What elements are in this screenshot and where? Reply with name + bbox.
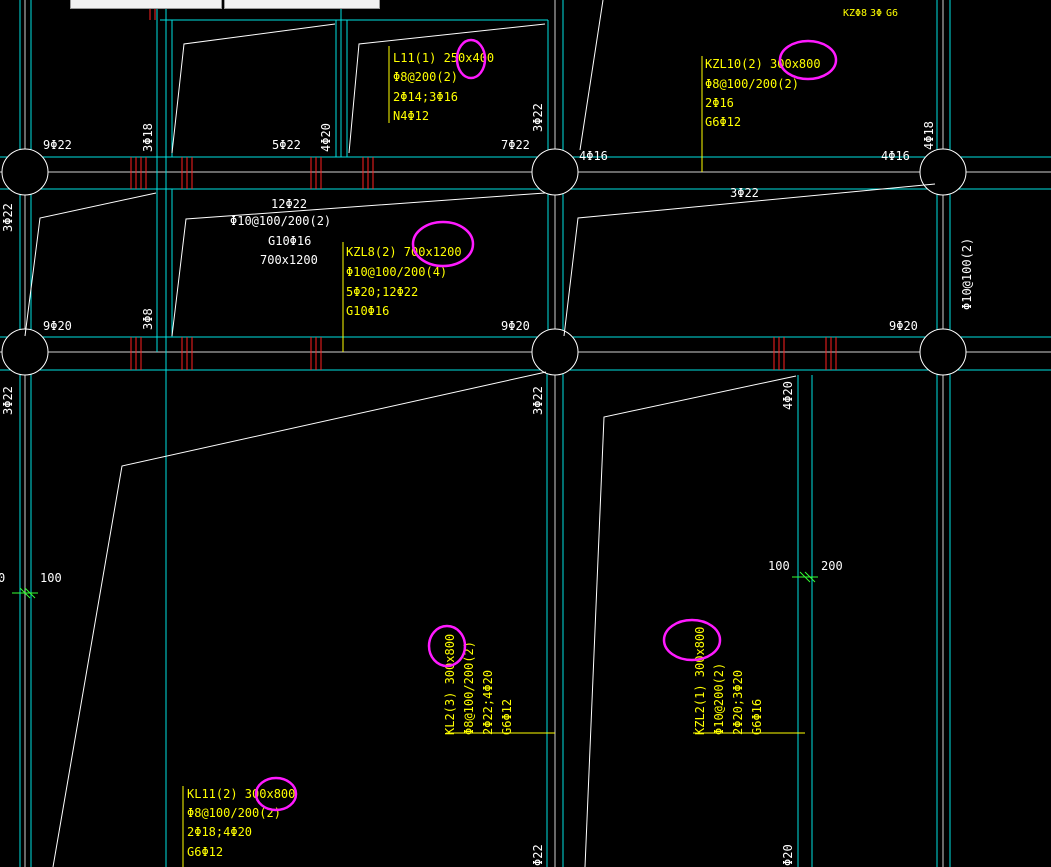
rebar-labels-vertical: 3Φ18 4Φ20 3Φ22 4Φ18 3Φ22 3Φ8 Φ10@100(2) … xyxy=(1,103,974,866)
dimension-label: 100 xyxy=(768,559,790,573)
beam-tag-kl11-line2: Φ8@100/200(2) xyxy=(187,806,281,820)
reinforcement-diagram-lines xyxy=(24,0,936,867)
beam-tag-l11-line2: Φ8@200(2) xyxy=(393,70,458,84)
rebar-label: 3Φ22 xyxy=(730,186,759,200)
rebar-label: 9Φ22 xyxy=(43,138,72,152)
tr-line2: Φ8 xyxy=(855,8,867,19)
beam-tag-kzl8[interactable]: KZL8(2) 700x1200 Φ10@100/200(4) 5Φ20;12Φ… xyxy=(346,245,462,318)
rebar-label: 7Φ22 xyxy=(501,138,530,152)
stirrup-marks xyxy=(130,0,837,370)
column-circle xyxy=(919,328,967,376)
beam-tag-kzl10[interactable]: KZL10(2) 300x800 Φ8@100/200(2) 2Φ16 G6Φ1… xyxy=(705,57,821,129)
document-tab-1[interactable] xyxy=(70,0,222,9)
rebar-label: 4Φ16 xyxy=(881,149,910,163)
beam-tag-kzl2-line2: Φ10@200(2) xyxy=(712,663,726,735)
beam-tag-kzl2-line3: 2Φ20;3Φ20 xyxy=(731,670,745,735)
rebar-label: 4Φ16 xyxy=(579,149,608,163)
beam-tag-top-right: KZ Φ8 3Φ G6 xyxy=(843,8,898,19)
beam-tag-l11-line4: N4Φ12 xyxy=(393,109,429,123)
beam-tag-kzl2[interactable]: KZL2(1) 300x800 Φ10@200(2) 2Φ20;3Φ20 G6Φ… xyxy=(693,627,764,735)
rebar-label: 9Φ20 xyxy=(501,319,530,333)
dimension-label: 100 xyxy=(40,571,62,585)
document-tab-2[interactable] xyxy=(224,0,380,9)
rebar-label: 4Φ20 xyxy=(319,123,333,152)
beam-tag-kl2-line3: 2Φ22;4Φ20 xyxy=(481,670,495,735)
column-circle xyxy=(1,148,49,196)
span-line4: 700x1200 xyxy=(260,253,318,267)
beam-tag-kzl10-line2: Φ8@100/200(2) xyxy=(705,77,799,91)
beam-tag-kzl10-line1: KZL10(2) 300x800 xyxy=(705,57,821,71)
span-line3: G10Φ16 xyxy=(268,234,311,248)
span-annotation-white: 12Φ22 Φ10@100/200(2) G10Φ16 700x1200 xyxy=(230,197,331,267)
highlight-ellipses xyxy=(254,38,838,812)
rebar-label: 4Φ20 xyxy=(781,381,795,410)
column-circle xyxy=(531,328,579,376)
rebar-label: 9Φ20 xyxy=(889,319,918,333)
document-tab-bar xyxy=(0,0,380,9)
rebar-label: 3Φ22 xyxy=(531,386,545,415)
beam-tag-kl11-line1: KL11(2) 300x800 xyxy=(187,787,295,801)
column-circle xyxy=(1,328,49,376)
highlight-ellipse xyxy=(455,38,487,80)
tr-line1: KZ xyxy=(843,8,855,19)
highlight-ellipse xyxy=(662,618,722,662)
beam-tag-kl2-line1: KL2(3) 300x800 xyxy=(443,634,457,735)
beam-tag-kzl8-line3: 5Φ20;12Φ22 xyxy=(346,285,418,299)
dimension-label: 0 xyxy=(0,571,5,585)
highlight-ellipse xyxy=(427,624,467,668)
beam-tag-kl2[interactable]: KL2(3) 300x800 Φ8@100/200(2) 2Φ22;4Φ20 G… xyxy=(443,634,514,735)
tr-line4: G6 xyxy=(886,8,898,19)
rebar-label: Φ22 xyxy=(531,844,545,866)
beam-tag-kzl8-line2: Φ10@100/200(4) xyxy=(346,265,447,279)
rebar-labels: 9Φ22 5Φ22 7Φ22 4Φ16 4Φ16 3Φ22 9Φ20 9Φ20 … xyxy=(0,138,918,585)
beam-tag-kl11-line3: 2Φ18;4Φ20 xyxy=(187,825,252,839)
beam-tag-l11-line1: L11(1) 250x400 xyxy=(393,51,494,65)
beam-tag-kzl2-line1: KZL2(1) 300x800 xyxy=(693,627,707,735)
column-circle xyxy=(919,148,967,196)
beam-tag-kl2-line2: Φ8@100/200(2) xyxy=(462,641,476,735)
rebar-label: 3Φ22 xyxy=(531,103,545,132)
rebar-label: 3Φ22 xyxy=(1,386,15,415)
column-markers xyxy=(1,148,967,376)
rebar-label: 3Φ8 xyxy=(141,308,155,330)
leader-lines xyxy=(182,46,805,867)
highlight-ellipse xyxy=(778,39,838,81)
beam-tag-l11-line3: 2Φ14;3Φ16 xyxy=(393,90,458,104)
beam-tag-l11[interactable]: L11(1) 250x400 Φ8@200(2) 2Φ14;3Φ16 N4Φ12 xyxy=(393,51,494,123)
rebar-label: Φ20 xyxy=(781,844,795,866)
dimension-label: 200 xyxy=(821,559,843,573)
beam-tag-kl2-line4: G6Φ12 xyxy=(500,699,514,735)
span-line1: 12Φ22 xyxy=(271,197,307,211)
column-circle xyxy=(531,148,579,196)
rebar-label: 4Φ18 xyxy=(922,121,936,150)
rebar-label: 3Φ22 xyxy=(1,203,15,232)
rebar-label: 3Φ18 xyxy=(141,123,155,152)
highlight-ellipse xyxy=(254,776,298,812)
span-line2: Φ10@100/200(2) xyxy=(230,214,331,228)
rebar-label: Φ10@100(2) xyxy=(960,238,974,310)
beam-tag-kzl10-line4: G6Φ12 xyxy=(705,115,741,129)
rebar-label: 5Φ22 xyxy=(272,138,301,152)
tr-line3: 3Φ xyxy=(870,8,882,19)
rebar-label: 9Φ20 xyxy=(43,319,72,333)
beam-tag-kzl8-line4: G10Φ16 xyxy=(346,304,389,318)
beam-tag-kl11-line4: G6Φ12 xyxy=(187,845,223,859)
beam-tag-kzl8-line1: KZL8(2) 700x1200 xyxy=(346,245,462,259)
beam-tag-kzl2-line4: G6Φ16 xyxy=(750,699,764,735)
highlight-ellipse xyxy=(411,220,475,268)
dimension-ticks xyxy=(12,571,818,599)
beam-tag-kl11[interactable]: KL11(2) 300x800 Φ8@100/200(2) 2Φ18;4Φ20 … xyxy=(187,787,295,859)
beam-tag-kzl10-line3: 2Φ16 xyxy=(705,96,734,110)
